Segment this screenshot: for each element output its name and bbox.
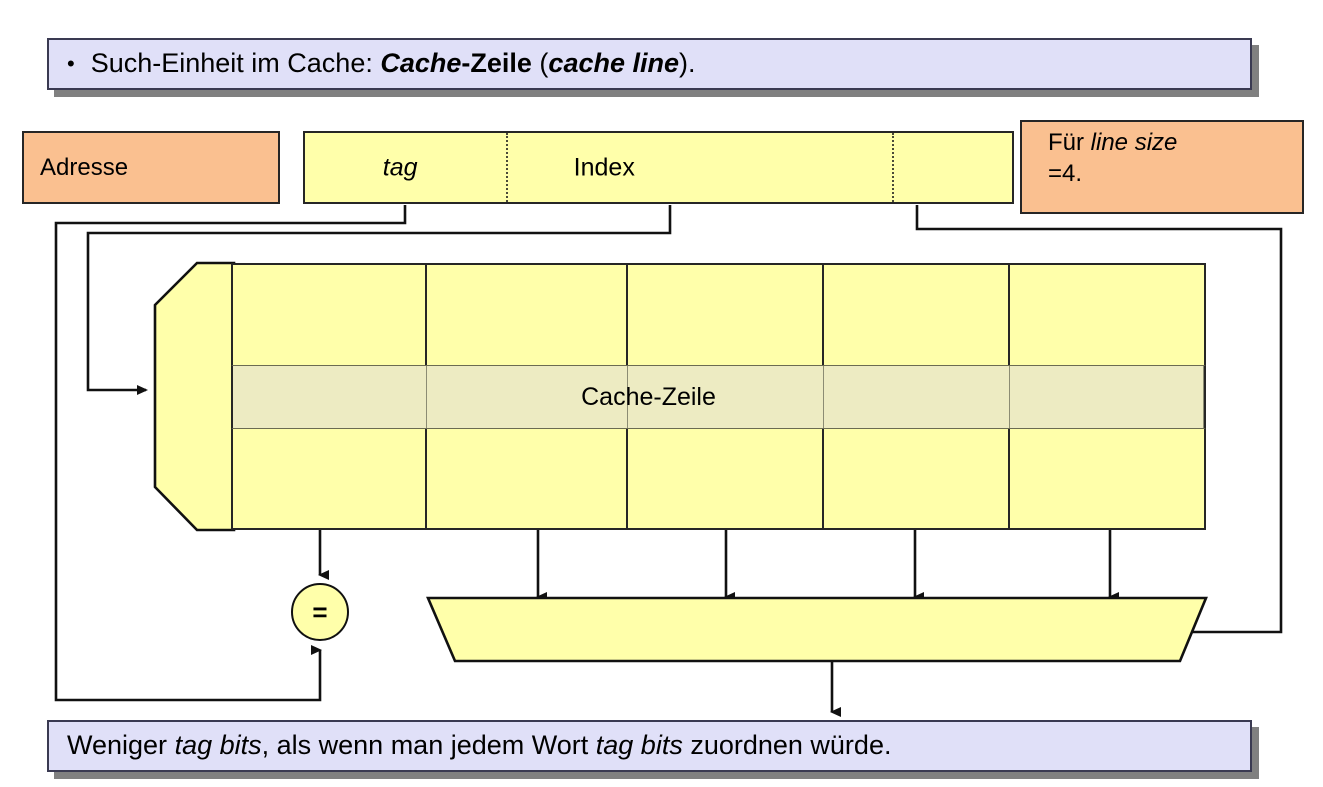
footer-part-2: , als wenn man jedem Wort xyxy=(261,730,596,761)
cache-cell xyxy=(628,366,825,428)
address-field-index-label: Index xyxy=(573,153,635,181)
footer-term-tag-bits-2: tag bits xyxy=(595,730,683,761)
cache-cell xyxy=(427,429,629,528)
note-prefix: Für xyxy=(1048,129,1091,156)
cache-cell xyxy=(1010,429,1204,528)
cache-row-2 xyxy=(231,428,1206,530)
adresse-label-box: Adresse xyxy=(22,131,280,204)
header-text: Such-Einheit im Cache: Cache-Zeile (cach… xyxy=(90,48,696,79)
cache-cell xyxy=(1010,366,1204,428)
comparator-equals: = xyxy=(291,583,349,641)
cache-row-1-highlighted xyxy=(231,366,1206,428)
address-field-strip: tag Index xyxy=(303,131,1014,204)
cache-cell xyxy=(233,265,428,365)
header-term-zeile: -Zeile xyxy=(461,48,532,79)
header-lead: Such-Einheit im Cache: xyxy=(90,48,381,79)
cache-cell xyxy=(1010,265,1204,365)
cache-cell xyxy=(427,366,629,428)
bullet-icon: • xyxy=(67,51,75,76)
header-callout: • Such-Einheit im Cache: Cache-Zeile (ca… xyxy=(47,38,1252,90)
footer-term-tag-bits-1: tag bits xyxy=(174,730,262,761)
footer-callout: Weniger tag bits, als wenn man jedem Wor… xyxy=(47,720,1252,772)
address-field-tag-label: tag xyxy=(382,153,418,181)
cache-cell xyxy=(427,265,629,365)
footer-text: Weniger tag bits, als wenn man jedem Wor… xyxy=(49,730,892,761)
cache-cell xyxy=(824,366,1010,428)
multiplexer-shape xyxy=(426,596,1208,663)
cache-cell xyxy=(233,429,428,528)
footer-part-1: Weniger xyxy=(67,730,175,761)
header-term-cacheline: cache line xyxy=(548,48,679,79)
note-suffix: =4. xyxy=(1048,159,1083,187)
cache-cell xyxy=(824,265,1010,365)
adresse-label-text: Adresse xyxy=(40,153,129,181)
cache-cell xyxy=(233,366,428,428)
header-term-cache: Cache xyxy=(380,48,462,79)
line-size-note-box: Für line size =4. xyxy=(1020,120,1304,214)
address-divider-index-offset xyxy=(891,133,894,202)
header-paren-close: ). xyxy=(679,48,696,79)
cache-cell xyxy=(628,265,825,365)
cache-cell xyxy=(628,429,825,528)
comparator-symbol: = xyxy=(312,596,328,627)
header-paren-open: ( xyxy=(531,48,549,79)
note-term-line-size: line size xyxy=(1090,129,1178,156)
tags-block-shape xyxy=(153,261,236,532)
cache-row-0 xyxy=(231,263,1206,366)
address-divider-tag-index xyxy=(506,133,509,202)
footer-part-3: zuordnen würde. xyxy=(682,730,892,761)
cache-array: Cache-Zeile xyxy=(231,263,1206,530)
cache-cell xyxy=(824,429,1010,528)
